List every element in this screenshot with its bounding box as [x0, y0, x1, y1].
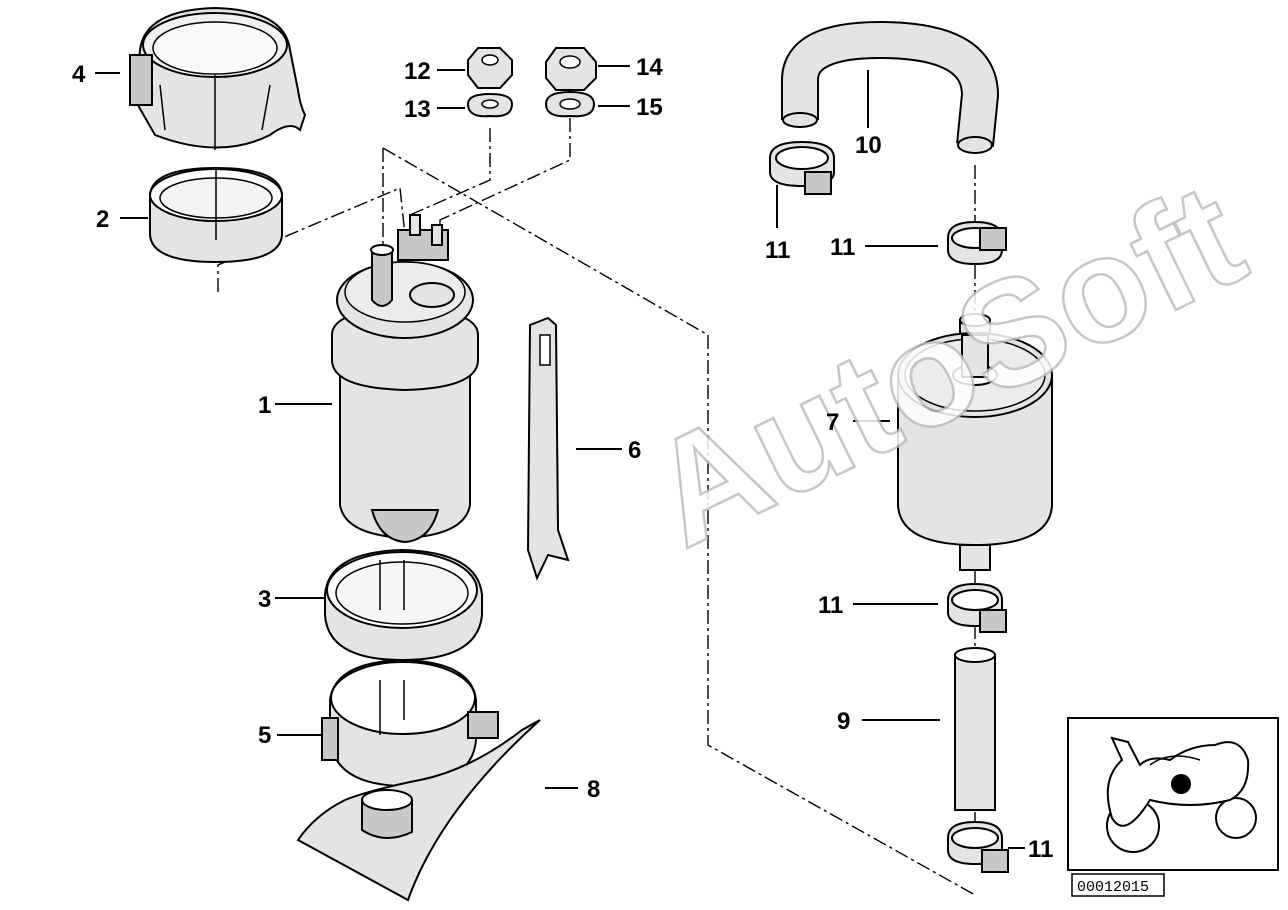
callout-12: 12 [404, 58, 431, 85]
motorcycle-locator-icon [1067, 717, 1279, 871]
part-13-washer [466, 92, 514, 118]
part-11-clamp-bottom [947, 820, 1009, 873]
part-12-nut [467, 47, 513, 89]
part-11-clamp-top-left [769, 140, 835, 195]
part-10-hose [781, 20, 1000, 154]
part-7-fuel-filter [897, 313, 1053, 571]
callout-4: 4 [72, 61, 86, 88]
part-9-hose [954, 647, 996, 811]
callout-8: 8 [587, 776, 600, 803]
leader-lines [95, 65, 1025, 849]
callout-15: 15 [636, 94, 663, 121]
callout-5: 5 [258, 722, 271, 749]
callout-labels: 4 2 1 3 5 6 8 12 13 14 15 10 11 11 7 11 … [72, 54, 1053, 863]
callout-1: 1 [258, 392, 271, 419]
part-11-clamp-middle [947, 582, 1007, 633]
document-number-box: 00012015 [1071, 873, 1165, 897]
callout-14: 14 [636, 54, 663, 81]
part-8-bracket [296, 719, 541, 902]
part-4-cover [129, 6, 307, 150]
document-number: 00012015 [1077, 879, 1149, 896]
part-15-washer [544, 90, 596, 118]
callout-9: 9 [837, 708, 850, 735]
callout-7: 7 [826, 409, 839, 436]
callout-6: 6 [628, 437, 641, 464]
part-11-clamp-upper [947, 220, 1007, 266]
part-14-nut [545, 47, 597, 91]
part-6-strap [526, 316, 570, 581]
part-5-holder [321, 658, 499, 788]
callout-13: 13 [404, 96, 431, 123]
callout-11-c: 11 [818, 592, 843, 619]
part-3-seal-ring [324, 548, 483, 662]
callout-11-d: 11 [1028, 836, 1053, 863]
callout-10: 10 [855, 132, 882, 159]
callout-11-b: 11 [830, 234, 855, 261]
callout-11-a: 11 [765, 237, 790, 264]
part-1-fuel-pump [331, 214, 479, 544]
part-2-ring [149, 166, 283, 264]
callout-3: 3 [258, 586, 271, 613]
callout-2: 2 [96, 206, 109, 233]
